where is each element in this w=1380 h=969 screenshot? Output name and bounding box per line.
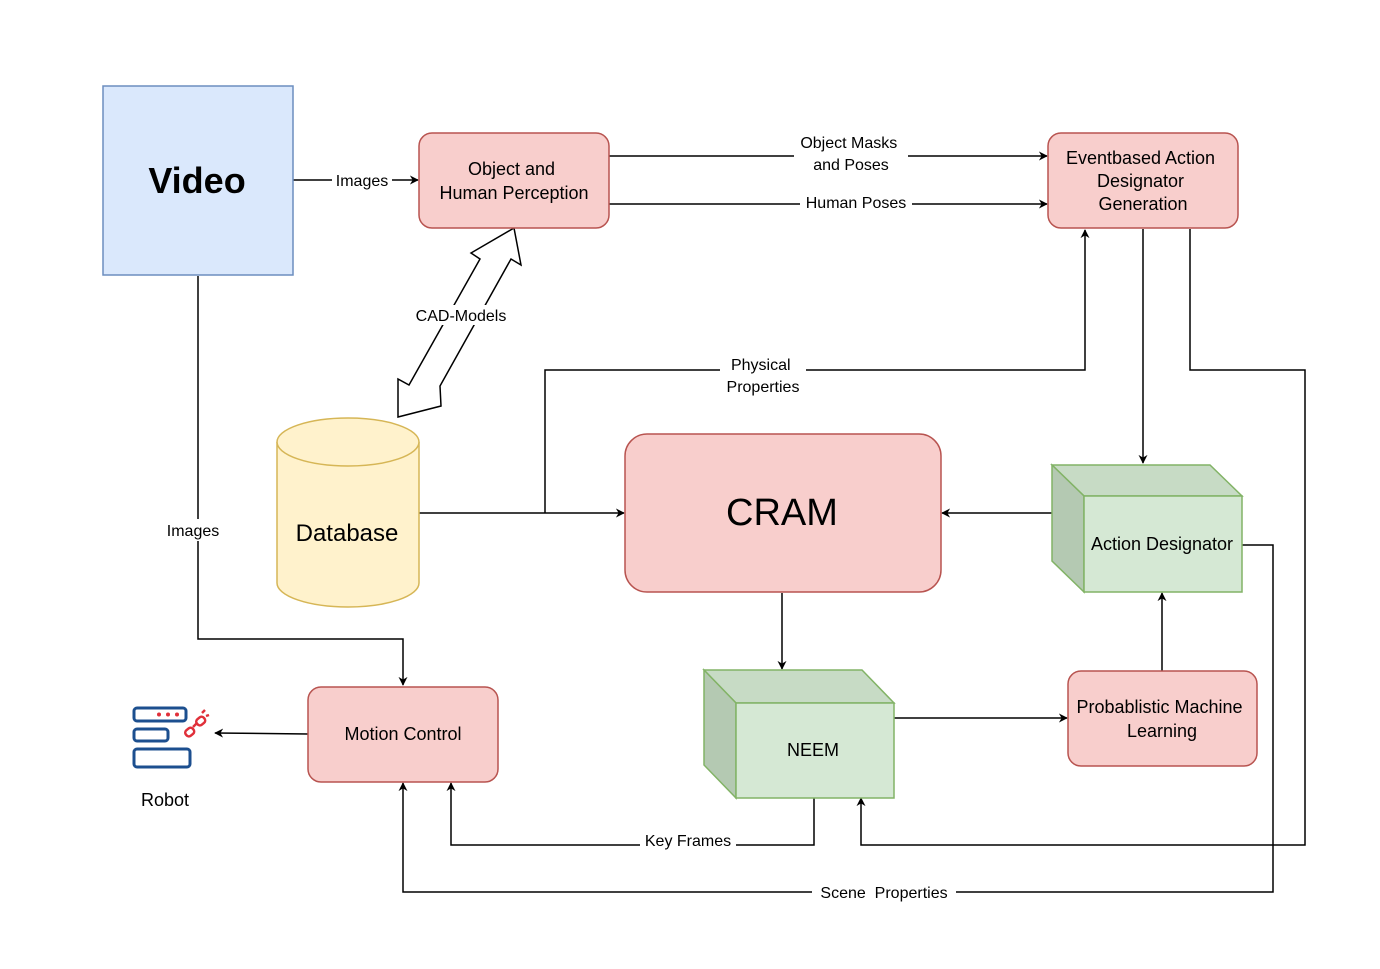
edge-event-neem: [856, 229, 1306, 846]
edge-label-object-masks: Object Masks and Poses: [800, 135, 901, 174]
edge-label-physical-properties: Physical Properties: [727, 357, 800, 396]
edge-label-images-top: Images: [336, 173, 388, 190]
node-video: Video: [102, 85, 294, 276]
node-video-label: Video: [148, 160, 245, 201]
edge-label-human-poses: Human Poses: [806, 195, 907, 212]
node-pml-label: Probablistic Machine Learning: [1076, 697, 1247, 741]
edge-video-motion: [197, 276, 408, 686]
node-cram: CRAM: [624, 433, 942, 593]
robot-label: Robot: [141, 790, 189, 810]
edge-label-scene-properties: Scene Properties: [820, 885, 947, 902]
edge-database-event-physical: [544, 229, 1090, 513]
node-database: Database: [276, 417, 420, 608]
node-cram-label: CRAM: [726, 492, 838, 534]
node-motion-control-label: Motion Control: [344, 724, 461, 744]
edge-action-motion-scene: [398, 544, 1274, 893]
node-event-designator: Eventbased Action Designator Generation: [1047, 132, 1239, 229]
node-database-label: Database: [296, 520, 399, 547]
edge-motion-robot: [214, 728, 309, 738]
node-motion-control: Motion Control: [307, 686, 499, 783]
node-event-designator-label: Eventbased Action Designator Generation: [1066, 148, 1220, 214]
node-action-designator-label: Action Designator: [1091, 534, 1233, 554]
node-perception-label: Object and Human Perception: [439, 159, 588, 203]
robot-icon: [132, 706, 210, 769]
edges: Images Object Masks and Poses Human Pose…: [162, 131, 1306, 902]
edge-label-key-frames: Key Frames: [645, 833, 731, 850]
edge-label-cad-models: CAD-Models: [416, 308, 507, 325]
edge-label-images-left: Images: [167, 523, 219, 540]
node-perception: Object and Human Perception: [418, 132, 610, 229]
node-pml: Probablistic Machine Learning: [1067, 670, 1258, 767]
node-neem: NEEM: [702, 668, 896, 800]
node-neem-label: NEEM: [787, 740, 839, 760]
edge-neem-motion-keyframes: [446, 782, 815, 846]
node-action-designator: Action Designator: [1050, 463, 1244, 594]
